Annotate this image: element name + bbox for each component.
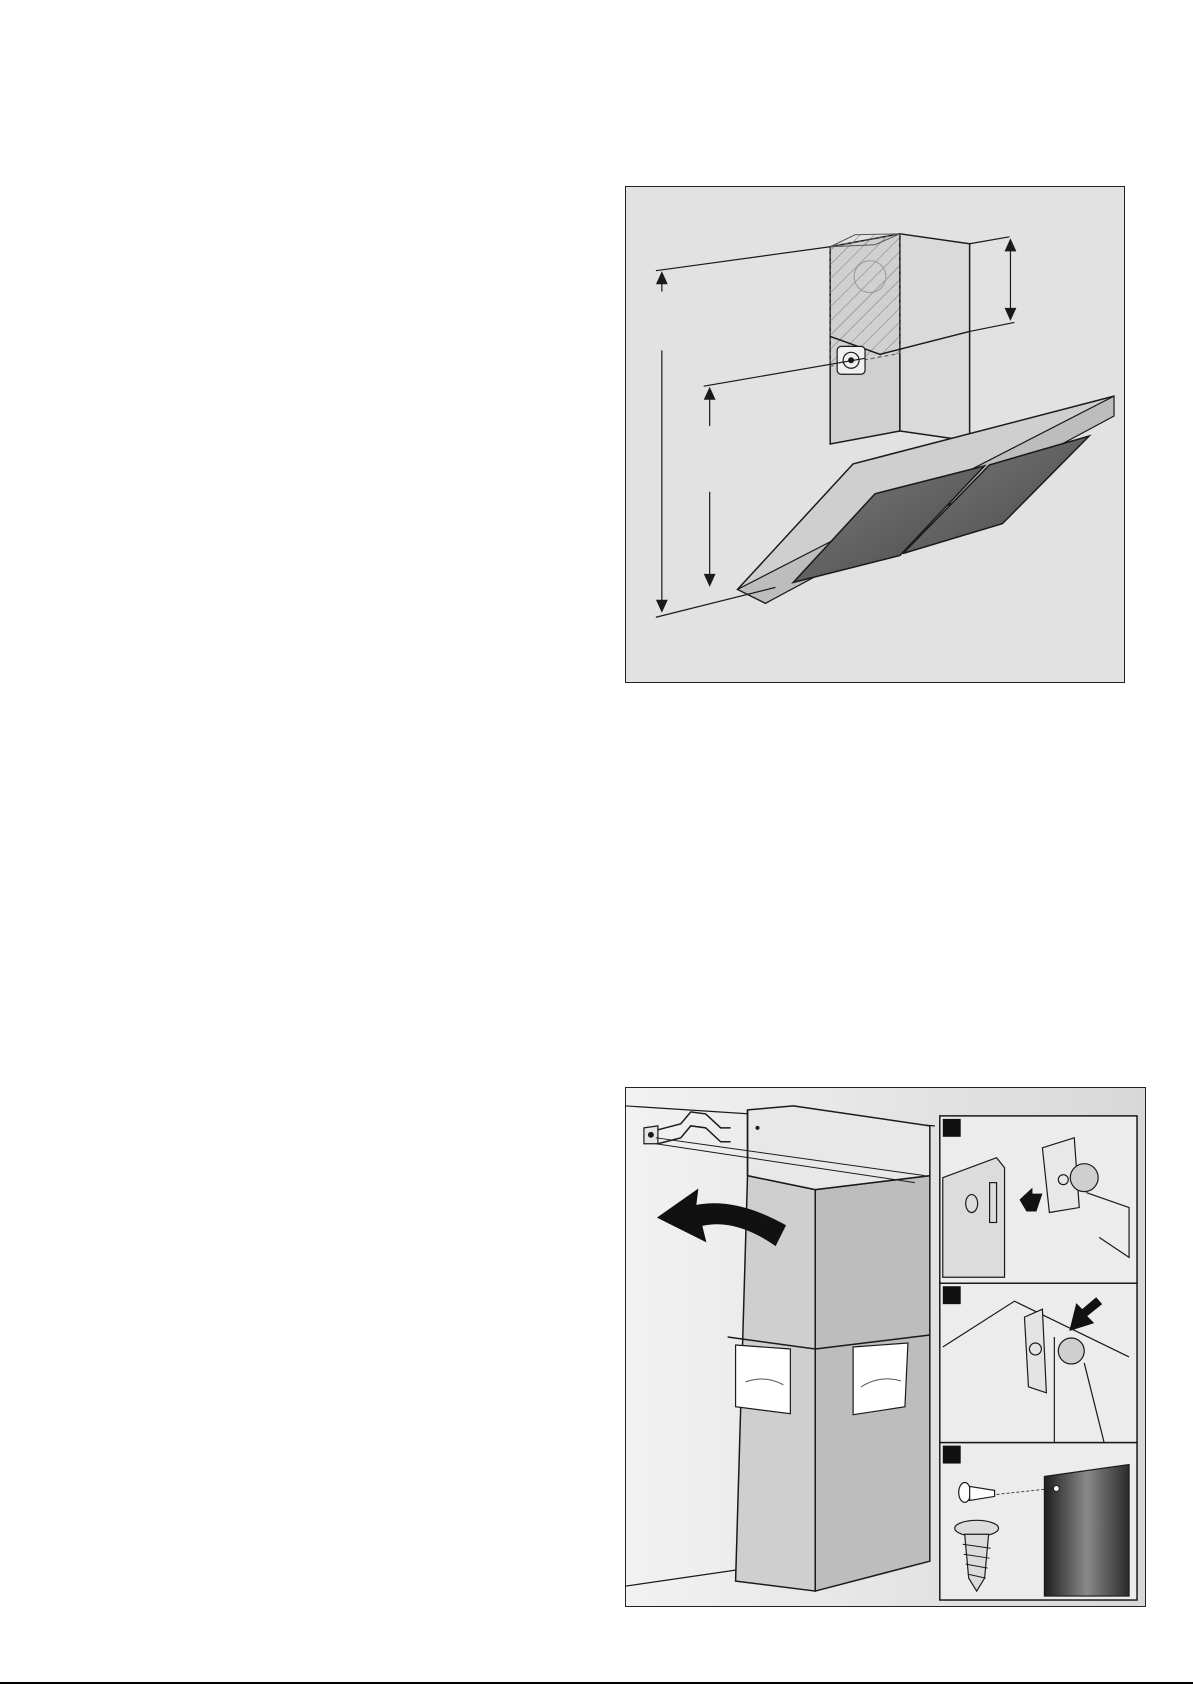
step-1-hook-chimney (940, 1116, 1137, 1283)
hood-dimensions-drawing (626, 187, 1124, 682)
chimney-mounting-drawing (626, 1088, 1145, 1606)
hood-dimensions-figure (625, 186, 1125, 683)
chimney-mounting-figure (625, 1087, 1146, 1607)
step-3-marker (943, 1446, 961, 1464)
page-bottom-rule (0, 1682, 1193, 1684)
chimney-duct (830, 234, 969, 444)
step-2-engage-bracket (940, 1283, 1137, 1442)
chimney-duct (728, 1106, 930, 1591)
step-1-marker (943, 1119, 961, 1137)
chimney-side-panel (1044, 1465, 1129, 1596)
step-3-fix-screw (940, 1443, 1137, 1600)
step-2-marker (943, 1286, 961, 1304)
